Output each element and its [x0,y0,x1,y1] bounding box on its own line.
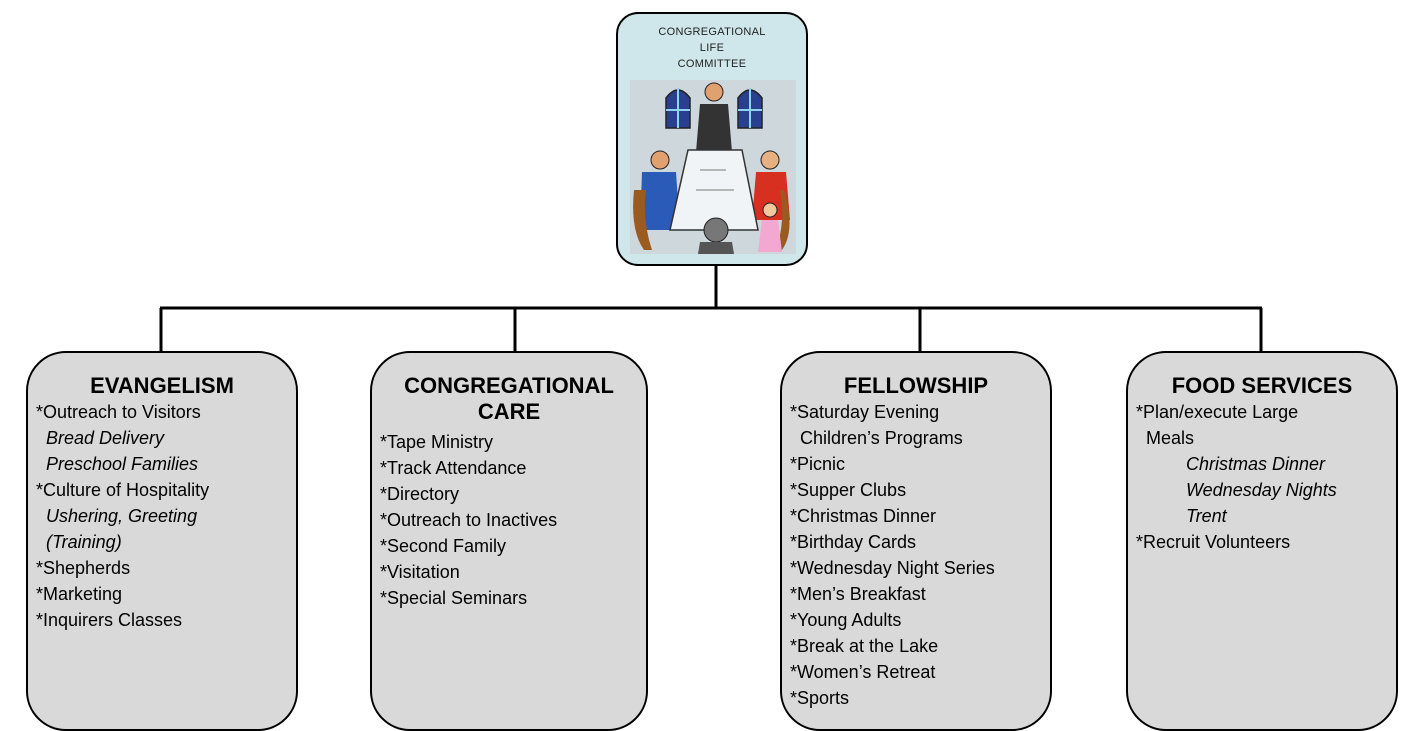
list-item: *Birthday Cards [790,532,917,552]
list-item: *Women’s Retreat [790,662,936,682]
list-item: *Supper Clubs [790,480,907,500]
stained-window-left-icon [665,88,691,129]
list-item: *Break at the Lake [790,636,939,656]
list-item: Wednesday Nights [1186,480,1337,500]
list-item: *Marketing [36,584,123,604]
list-item: *Visitation [380,562,460,582]
box-title: EVANGELISM [90,373,234,398]
list-item: *Outreach to Visitors [36,402,201,422]
fellowship-list: *Saturday Evening Children’s Programs *P… [782,399,1050,711]
list-item: *Directory [380,484,460,504]
list-item: *Wednesday Night Series [790,558,995,578]
committee-card: CONGREGATIONAL LIFE COMMITTEE [616,12,808,266]
list-item: *Sports [790,688,850,708]
list-item: *Shepherds [36,558,131,578]
list-item: *Culture of Hospitality [36,480,210,500]
list-item: (Training) [46,532,122,552]
evangelism-list: *Outreach to Visitors Bread Delivery Pre… [28,399,296,633]
evangelism-box: EVANGELISM *Outreach to Visitors Bread D… [26,351,298,731]
committee-title-line-2: LIFE [699,42,725,54]
fellowship-box: FELLOWSHIP *Saturday Evening Children’s … [780,351,1052,731]
list-item: Christmas Dinner [1186,454,1326,474]
stained-window-right-icon [737,88,763,129]
list-item: *Inquirers Classes [36,610,183,630]
committee-title: CONGREGATIONAL LIFE COMMITTEE [618,24,806,72]
list-item: *Outreach to Inactives [380,510,558,530]
meeting-clipart-icon [630,80,796,254]
list-item: *Plan/execute Large [1136,402,1299,422]
list-item: *Young Adults [790,610,902,630]
list-item: *Second Family [380,536,507,556]
list-item: *Saturday Evening [790,402,940,422]
list-item: Meals [1146,428,1195,448]
list-item: Children’s Programs [800,428,963,448]
list-item: *Tape Ministry [380,432,494,452]
list-item: *Christmas Dinner [790,506,937,526]
congregational-care-list: *Tape Ministry *Track Attendance *Direct… [372,429,646,611]
food-services-box: FOOD SERVICES *Plan/execute Large Meals … [1126,351,1398,731]
list-item: Preschool Families [46,454,199,474]
congregational-care-box: CONGREGATIONAL CARE *Tape Ministry *Trac… [370,351,648,731]
list-item: *Picnic [790,454,846,474]
box-title: CONGREGATIONAL CARE [404,373,614,424]
committee-title-line-1: CONGREGATIONAL [658,26,766,38]
list-item: *Recruit Volunteers [1136,532,1291,552]
box-title: FELLOWSHIP [843,373,989,398]
box-title: FOOD SERVICES [1171,373,1353,398]
list-item: Bread Delivery [46,428,165,448]
list-item: *Track Attendance [380,458,527,478]
list-item: *Special Seminars [380,588,528,608]
food-services-list: *Plan/execute Large Meals Christmas Dinn… [1128,399,1396,555]
list-item: Ushering, Greeting [46,506,198,526]
list-item: Trent [1186,506,1227,526]
list-item: *Men’s Breakfast [790,584,926,604]
committee-title-line-3: COMMITTEE [677,58,747,70]
